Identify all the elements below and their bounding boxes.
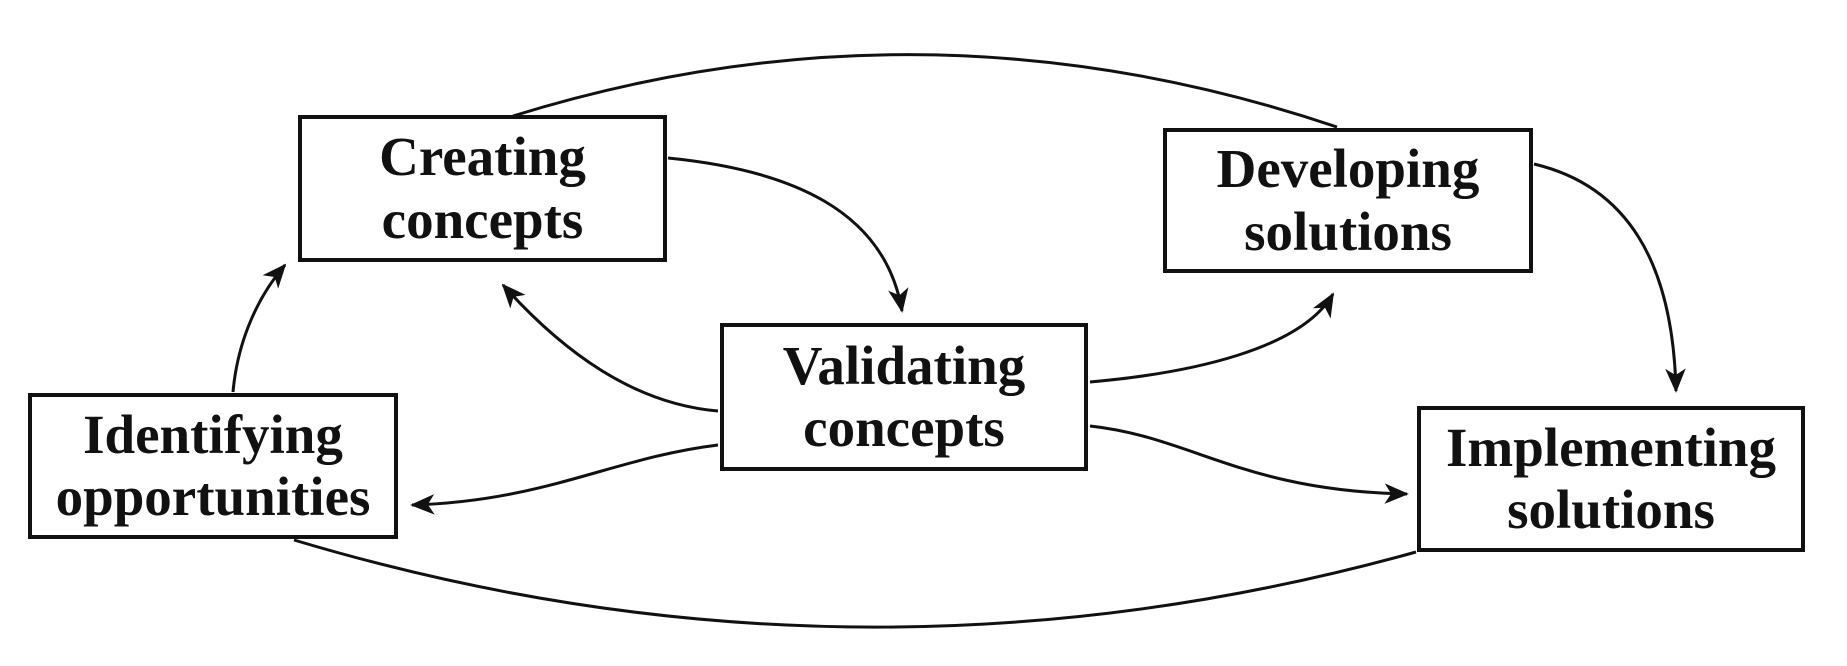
node-identifying-opportunities: Identifying opportunities [28,393,398,539]
edge-developing-to-implementing [1533,162,1686,393]
edge-creating-to-validating [667,156,909,313]
node-label-line: concepts [803,397,1005,458]
node-label-line: Implementing [1446,416,1776,478]
node-implementing-solutions: Implementing solutions [1417,406,1805,552]
node-validating-concepts: Validating concepts [720,323,1088,471]
node-label-line: opportunities [55,466,371,527]
node-label-line: Developing [1216,138,1480,200]
node-label-line: Validating [782,334,1026,396]
node-creating-concepts: Creating concepts [298,115,667,262]
node-developing-solutions: Developing solutions [1163,128,1533,273]
node-label-line: solutions [1244,200,1452,262]
edge-identifying-to-creating [231,263,287,393]
node-label-line: Creating [379,126,586,188]
edge-validating-to-creating [501,283,719,413]
edge-validating-to-implementing [1089,424,1409,504]
node-label-line: concepts [381,188,584,250]
node-label-line: Identifying [83,403,343,465]
edge-validating-to-developing [1089,292,1335,384]
edge-creating-developing-top-arc [512,53,1338,129]
edge-identifying-implementing-bottom-arc [293,538,1417,629]
edge-validating-to-identifying [410,443,719,515]
node-label-line: solutions [1507,479,1715,540]
